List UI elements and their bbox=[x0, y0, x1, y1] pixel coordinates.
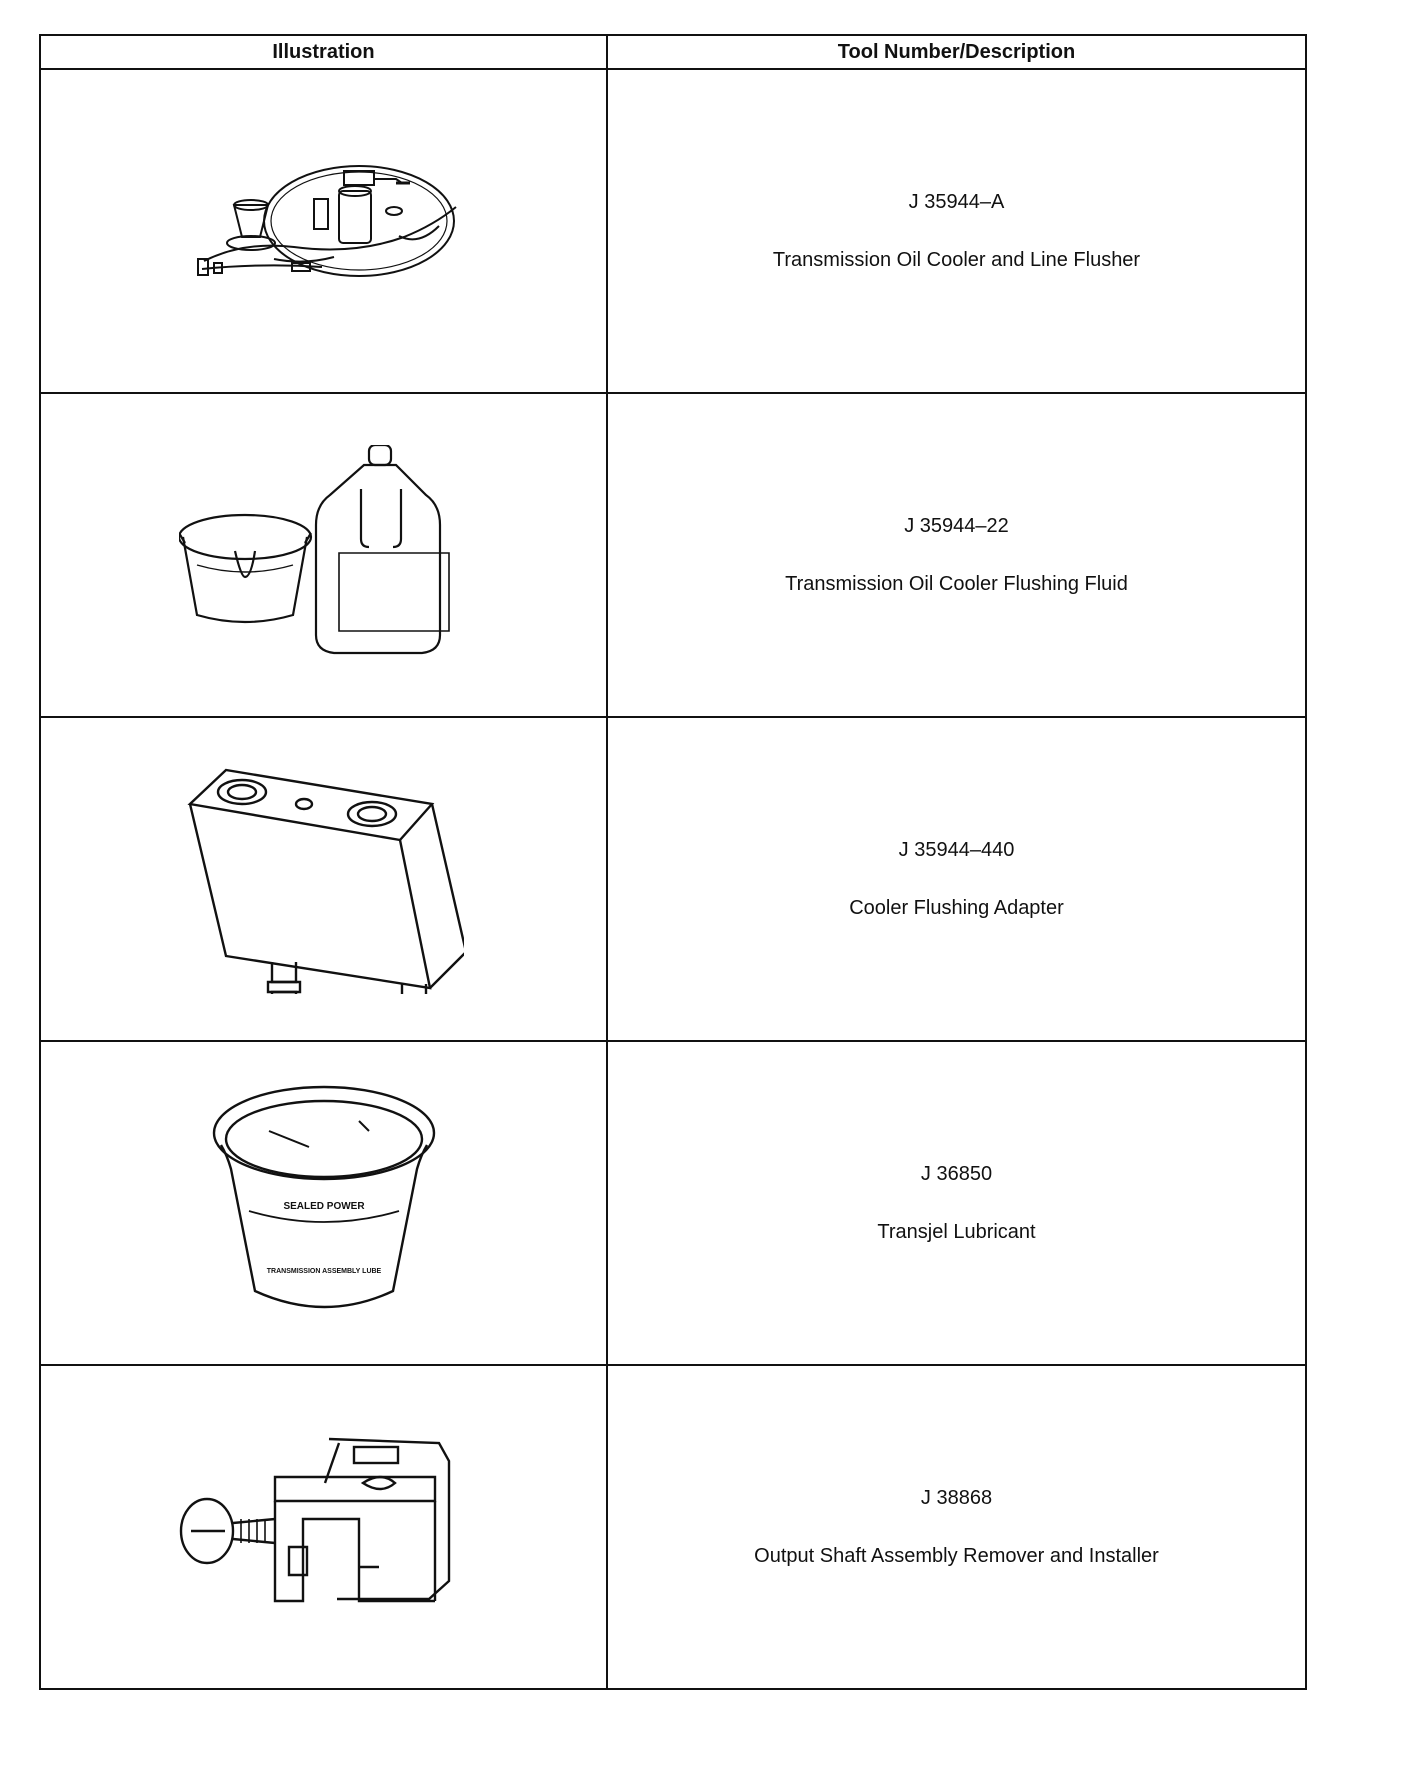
special-tools-table: Illustration Tool Number/Description bbox=[39, 34, 1307, 1690]
illustration-cell bbox=[39, 716, 608, 1042]
table-row: J 35944–A Transmission Oil Cooler and Li… bbox=[39, 68, 1307, 394]
table-row: J 35944–440 Cooler Flushing Adapter bbox=[39, 716, 1307, 1042]
tool-number: J 35944–22 bbox=[904, 515, 1009, 537]
header-illustration: Illustration bbox=[39, 34, 608, 70]
tool-description-cell: J 35944–A Transmission Oil Cooler and Li… bbox=[606, 68, 1307, 394]
table-row: J 38868 Output Shaft Assembly Remover an… bbox=[39, 1364, 1307, 1690]
header-tool-number-description: Tool Number/Description bbox=[606, 34, 1307, 70]
tool-number: J 36850 bbox=[920, 1163, 993, 1185]
flushing-fluid-icon bbox=[178, 445, 450, 655]
lubricant-tub-icon: SEALED POWER TRANSMISSION ASSEMBLY LUBE bbox=[212, 1085, 435, 1309]
illustration-cell bbox=[39, 1364, 608, 1690]
tool-number: J 35944–440 bbox=[898, 839, 1015, 861]
tool-number: J 35944–A bbox=[908, 191, 1005, 213]
flushing-adapter-icon bbox=[186, 768, 464, 994]
illustration-cell bbox=[39, 68, 608, 394]
tool-number: J 38868 bbox=[920, 1487, 993, 1509]
tub-label-brand: SEALED POWER bbox=[283, 1201, 365, 1212]
tool-description: Transmission Oil Cooler Flushing Fluid bbox=[785, 573, 1128, 595]
tool-description-cell: J 35944–440 Cooler Flushing Adapter bbox=[606, 716, 1307, 1042]
illustration-cell bbox=[39, 392, 608, 718]
oil-cooler-flusher-icon bbox=[196, 165, 457, 277]
tool-description: Transjel Lubricant bbox=[877, 1221, 1036, 1243]
remover-installer-icon bbox=[179, 1437, 450, 1603]
tool-description: Cooler Flushing Adapter bbox=[849, 897, 1064, 919]
table-row: SEALED POWER TRANSMISSION ASSEMBLY LUBE … bbox=[39, 1040, 1307, 1366]
tub-label-product: TRANSMISSION ASSEMBLY LUBE bbox=[266, 1268, 381, 1275]
table-header-row: Illustration Tool Number/Description bbox=[39, 34, 1307, 70]
table-row: J 35944–22 Transmission Oil Cooler Flush… bbox=[39, 392, 1307, 718]
tool-description-cell: J 35944–22 Transmission Oil Cooler Flush… bbox=[606, 392, 1307, 718]
tool-description: Transmission Oil Cooler and Line Flusher bbox=[772, 249, 1141, 271]
tool-description-cell: J 38868 Output Shaft Assembly Remover an… bbox=[606, 1364, 1307, 1690]
tool-description: Output Shaft Assembly Remover and Instal… bbox=[754, 1545, 1159, 1567]
illustration-cell: SEALED POWER TRANSMISSION ASSEMBLY LUBE bbox=[39, 1040, 608, 1366]
tool-description-cell: J 36850 Transjel Lubricant bbox=[606, 1040, 1307, 1366]
